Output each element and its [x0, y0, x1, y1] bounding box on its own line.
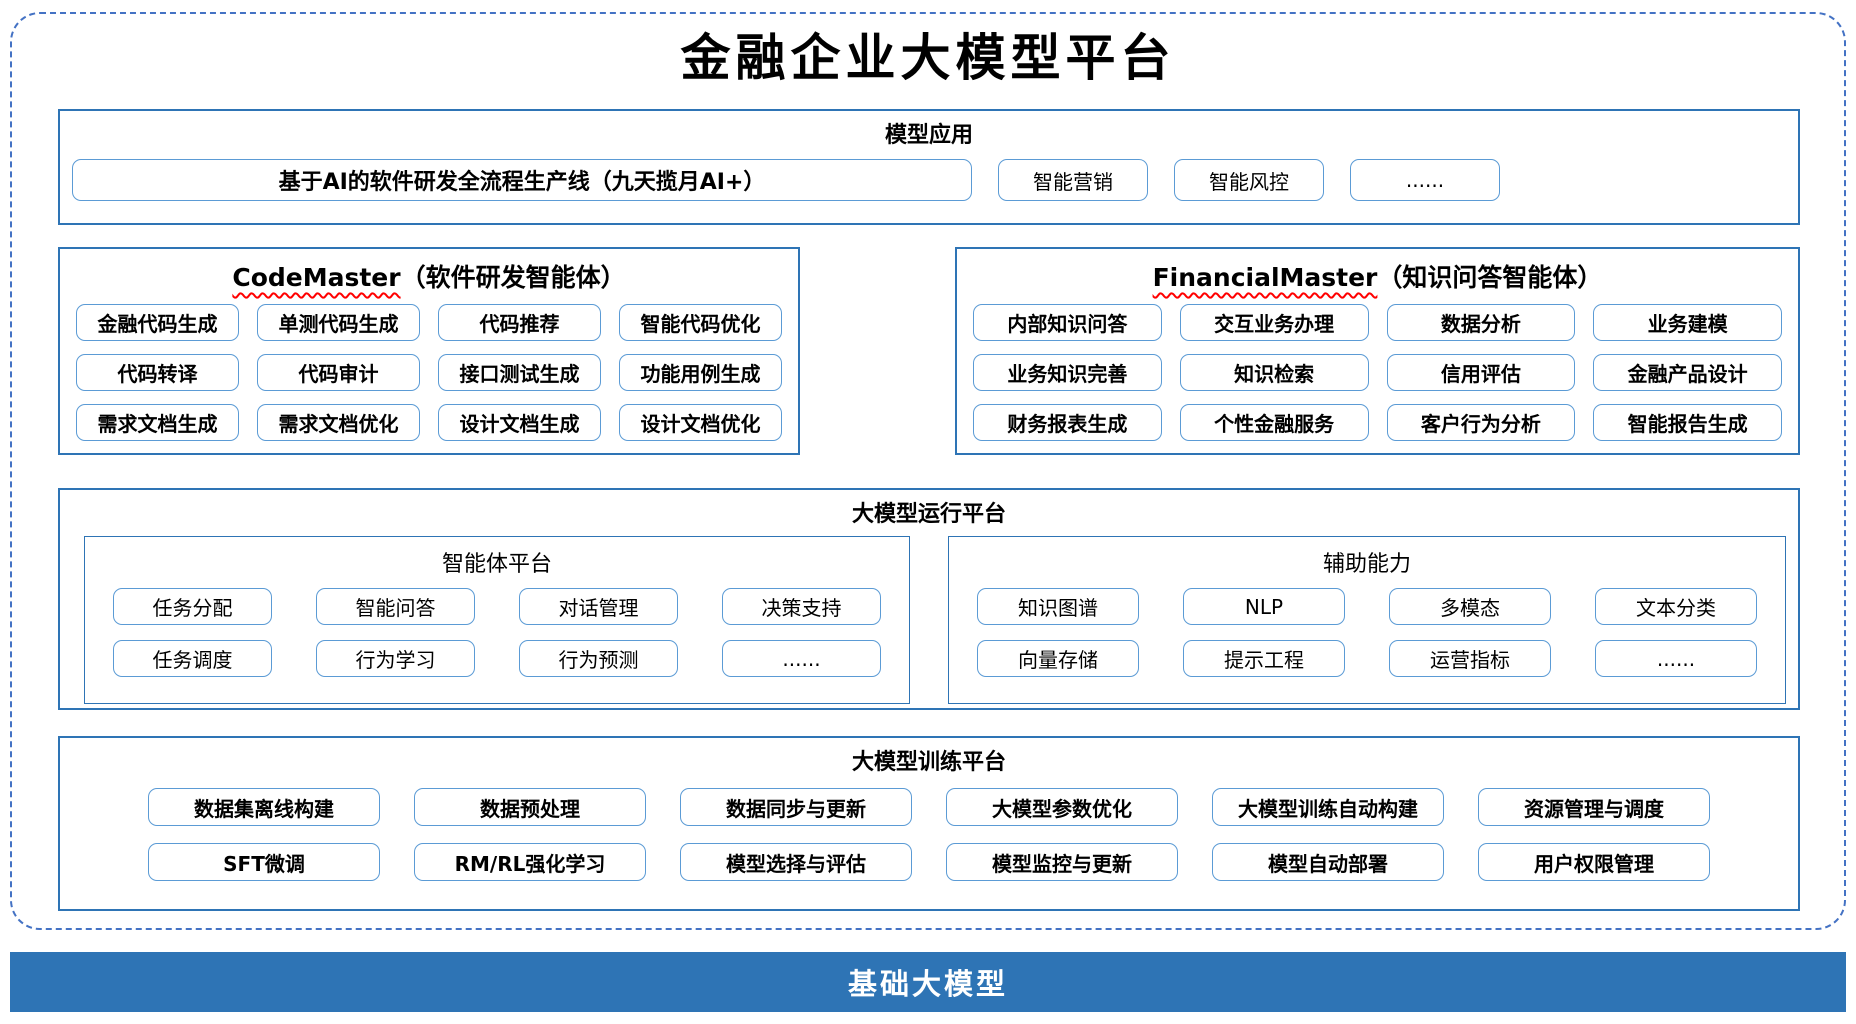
- training-item: RM/RL强化学习: [414, 843, 646, 881]
- training-item: SFT微调: [148, 843, 380, 881]
- aux-capability-item: 提示工程: [1183, 640, 1345, 677]
- financialmaster-title: FinancialMaster（知识问答智能体）: [957, 249, 1798, 296]
- financialmaster-item: 金融产品设计: [1593, 354, 1782, 391]
- codemaster-item: 需求文档优化: [257, 404, 420, 441]
- aux-capability-item: 运营指标: [1389, 640, 1551, 677]
- training-platform-title: 大模型训练平台: [851, 750, 1006, 775]
- section-model-apps-title: 模型应用: [884, 123, 973, 148]
- codemaster-grid: 金融代码生成 单测代码生成 代码推荐 智能代码优化 代码转译 代码审计 接口测试…: [60, 296, 798, 441]
- foundation-model-banner-label: 基础大模型: [847, 967, 1008, 1001]
- training-item: 大模型训练自动构建: [1212, 788, 1444, 826]
- codemaster-title: CodeMaster（软件研发智能体）: [60, 249, 798, 296]
- codemaster-item: 代码推荐: [438, 304, 601, 341]
- financialmaster-item: 数据分析: [1386, 304, 1576, 341]
- training-grid: 数据集离线构建 数据预处理 数据同步与更新 大模型参数优化 大模型训练自动构建 …: [60, 776, 1798, 881]
- runtime-row: 智能体平台 任务分配 智能问答 对话管理 决策支持 任务调度 行为学习 行为预测…: [60, 528, 1798, 704]
- app-item-smart-risk-control: 智能风控: [1174, 159, 1324, 201]
- financialmaster-box: FinancialMaster（知识问答智能体） 内部知识问答 交互业务办理 数…: [955, 247, 1800, 455]
- codemaster-item: 金融代码生成: [76, 304, 239, 341]
- agent-platform-item: 行为学习: [316, 640, 475, 677]
- codemaster-item: 需求文档生成: [76, 404, 239, 441]
- training-item: 数据同步与更新: [680, 788, 912, 826]
- codemaster-title-zh: （软件研发智能体）: [400, 263, 626, 292]
- codemaster-item: 设计文档优化: [619, 404, 782, 441]
- codemaster-item: 功能用例生成: [619, 354, 782, 391]
- agent-platform-item: ......: [722, 640, 881, 677]
- agent-platform-grid: 任务分配 智能问答 对话管理 决策支持 任务调度 行为学习 行为预测 .....…: [85, 582, 909, 677]
- app-item-smart-marketing: 智能营销: [998, 159, 1148, 201]
- codemaster-title-en: CodeMaster: [232, 263, 401, 292]
- financialmaster-item: 业务知识完善: [973, 354, 1162, 391]
- section-training-platform: 大模型训练平台 数据集离线构建 数据预处理 数据同步与更新 大模型参数优化 大模…: [58, 736, 1800, 911]
- aux-capability-item: 知识图谱: [977, 588, 1139, 625]
- training-item: 大模型参数优化: [946, 788, 1178, 826]
- training-item: 数据集离线构建: [148, 788, 380, 826]
- outer-dashed-border: [10, 12, 1846, 930]
- financialmaster-item: 财务报表生成: [973, 404, 1162, 441]
- training-item: 资源管理与调度: [1478, 788, 1710, 826]
- financialmaster-item: 信用评估: [1386, 354, 1576, 391]
- financialmaster-item: 客户行为分析: [1386, 404, 1576, 441]
- agent-platform-title: 智能体平台: [441, 552, 552, 577]
- page-title: 金融企业大模型平台: [680, 28, 1176, 87]
- training-item: 用户权限管理: [1478, 843, 1710, 881]
- training-item: 模型选择与评估: [680, 843, 912, 881]
- agent-platform-item: 智能问答: [316, 588, 475, 625]
- codemaster-box: CodeMaster（软件研发智能体） 金融代码生成 单测代码生成 代码推荐 智…: [58, 247, 800, 455]
- aux-capability-item: NLP: [1183, 588, 1345, 625]
- codemaster-item: 代码转译: [76, 354, 239, 391]
- agent-platform-item: 任务分配: [113, 588, 272, 625]
- aux-capability-item: 向量存储: [977, 640, 1139, 677]
- model-apps-row: 基于AI的软件研发全流程生产线（九天揽月AI+） 智能营销 智能风控 .....…: [60, 149, 1798, 201]
- foundation-model-banner: 基础大模型: [10, 952, 1846, 1012]
- section-model-apps: 模型应用 基于AI的软件研发全流程生产线（九天揽月AI+） 智能营销 智能风控 …: [58, 109, 1800, 225]
- section-runtime-platform: 大模型运行平台 智能体平台 任务分配 智能问答 对话管理 决策支持 任务调度 行…: [58, 488, 1800, 710]
- financialmaster-title-en: FinancialMaster: [1152, 263, 1378, 292]
- financialmaster-item: 交互业务办理: [1179, 304, 1369, 341]
- financialmaster-title-zh: （知识问答智能体）: [1377, 263, 1603, 292]
- codemaster-item: 单测代码生成: [257, 304, 420, 341]
- financialmaster-item: 智能报告生成: [1593, 404, 1782, 441]
- codemaster-item: 接口测试生成: [438, 354, 601, 391]
- app-item-ellipsis: ......: [1350, 159, 1500, 201]
- app-item-ai-pipeline: 基于AI的软件研发全流程生产线（九天揽月AI+）: [72, 159, 972, 201]
- financialmaster-item: 业务建模: [1593, 304, 1782, 341]
- aux-capability-grid: 知识图谱 NLP 多模态 文本分类 向量存储 提示工程 运营指标 ......: [949, 582, 1785, 677]
- training-item: 模型自动部署: [1212, 843, 1444, 881]
- aux-capability-title: 辅助能力: [1322, 552, 1411, 577]
- runtime-platform-title: 大模型运行平台: [851, 502, 1006, 527]
- financialmaster-grid: 内部知识问答 交互业务办理 数据分析 业务建模 业务知识完善 知识检索 信用评估…: [957, 296, 1798, 441]
- codemaster-item: 设计文档生成: [438, 404, 601, 441]
- agent-platform-item: 任务调度: [113, 640, 272, 677]
- financialmaster-item: 知识检索: [1179, 354, 1369, 391]
- agent-platform-box: 智能体平台 任务分配 智能问答 对话管理 决策支持 任务调度 行为学习 行为预测…: [84, 536, 910, 704]
- codemaster-item: 智能代码优化: [619, 304, 782, 341]
- codemaster-item: 代码审计: [257, 354, 420, 391]
- agent-platform-item: 对话管理: [519, 588, 678, 625]
- aux-capability-box: 辅助能力 知识图谱 NLP 多模态 文本分类 向量存储 提示工程 运营指标 ..…: [948, 536, 1786, 704]
- financialmaster-item: 内部知识问答: [973, 304, 1162, 341]
- agent-platform-item: 决策支持: [722, 588, 881, 625]
- training-item: 数据预处理: [414, 788, 646, 826]
- agent-platform-item: 行为预测: [519, 640, 678, 677]
- aux-capability-item: 多模态: [1389, 588, 1551, 625]
- financialmaster-item: 个性金融服务: [1179, 404, 1369, 441]
- aux-capability-item: 文本分类: [1595, 588, 1757, 625]
- training-item: 模型监控与更新: [946, 843, 1178, 881]
- aux-capability-item: ......: [1595, 640, 1757, 677]
- section-agents: CodeMaster（软件研发智能体） 金融代码生成 单测代码生成 代码推荐 智…: [58, 247, 1800, 455]
